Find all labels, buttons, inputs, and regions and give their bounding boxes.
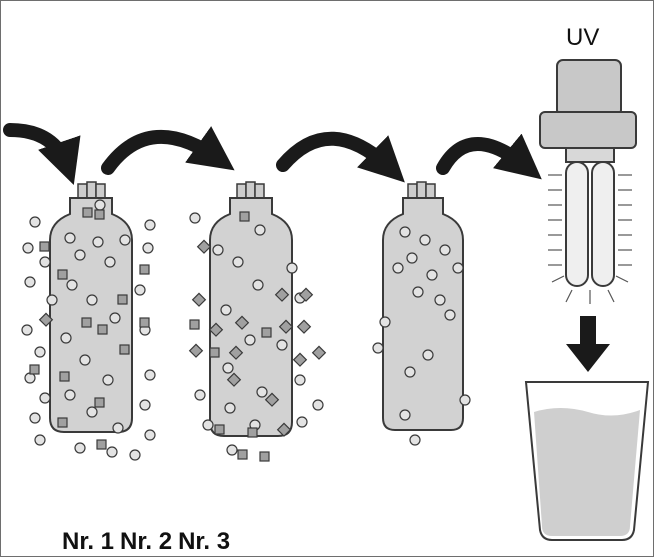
uv-rays <box>548 174 632 304</box>
uv-label: UV <box>566 24 600 51</box>
particles-filter-1 <box>21 199 156 461</box>
filter-cartridge-1 <box>49 181 133 433</box>
arrow-into-filter-1 <box>3 123 81 185</box>
arrow-filter-2-to-3 <box>276 131 405 183</box>
filter-label-3: Nr. 3 <box>178 528 231 555</box>
filter-cartridge-3 <box>382 181 464 431</box>
particles-filter-3 <box>372 226 471 446</box>
arrow-filter-1-to-2 <box>101 126 235 175</box>
water-glass <box>524 381 650 541</box>
filter-label-2: Nr. 2 <box>120 528 173 555</box>
process-arrows <box>3 123 542 185</box>
particles-filter-2 <box>188 211 327 462</box>
arrow-filter-3-to-uv <box>436 133 542 180</box>
uv-lamp <box>539 59 637 304</box>
filter-label-1: Nr. 1 <box>62 528 115 555</box>
arrow-uv-to-glass <box>566 316 610 372</box>
